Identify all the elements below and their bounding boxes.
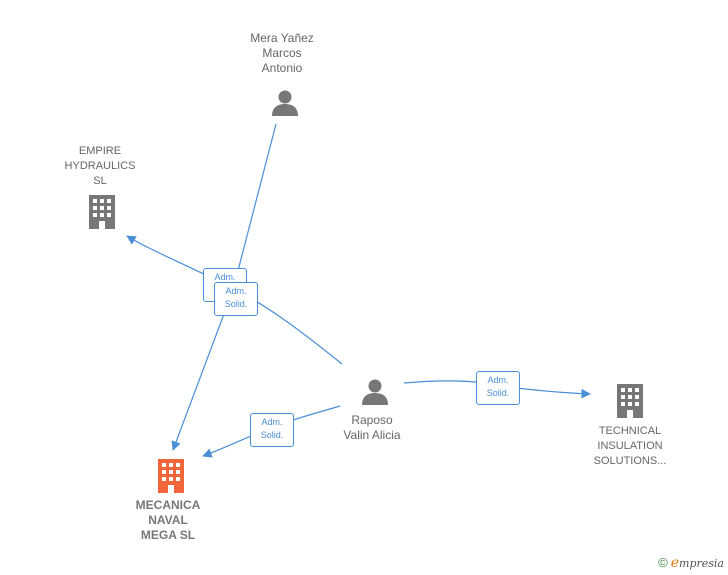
building-icon[interactable] [614, 383, 646, 419]
node-label-raposo: Raposo Valin Alicia [343, 413, 401, 442]
node-label-technical: TECHNICAL INSULATION SOLUTIONS... [593, 425, 667, 467]
edge-label-raposo-empire[interactable]: Adm. Solid. [214, 282, 258, 316]
building-icon[interactable] [86, 194, 118, 230]
copyright-symbol: © [658, 555, 668, 570]
person-icon[interactable] [360, 377, 390, 407]
brand-initial: e [670, 555, 680, 571]
edge-label-raposo-mecanica[interactable]: Adm. Solid. [250, 413, 294, 447]
node-label-mecanica: MECANICA NAVAL MEGA SL [135, 498, 201, 542]
node-label-mera: Mera Yañez Marcos Antonio [250, 31, 314, 75]
footer-brand[interactable]: ©empresia [658, 555, 724, 571]
node-label-empire: EMPIRE HYDRAULICS SL [64, 145, 136, 187]
person-icon[interactable] [270, 88, 300, 118]
building-icon-focus[interactable] [155, 458, 187, 494]
edge-label-raposo-technical[interactable]: Adm. Solid. [476, 371, 520, 405]
brand-name: mpresia [679, 557, 724, 570]
